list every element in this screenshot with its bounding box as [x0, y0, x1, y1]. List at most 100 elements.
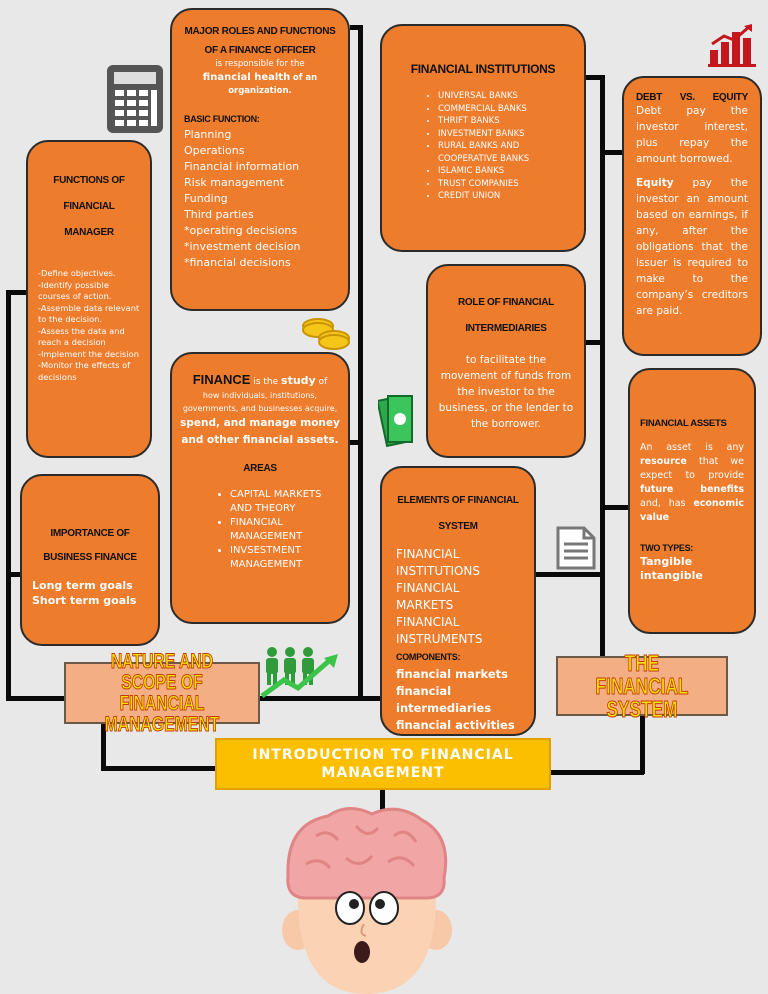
- institution-item: INVESTMENT BANKS: [438, 128, 574, 141]
- equity-heading: EQUITY: [712, 92, 749, 103]
- institution-item: THRIFT BANKS: [438, 115, 574, 128]
- basic-function-item: Funding: [184, 192, 228, 205]
- heading-line: IMPORTANCE OF: [50, 528, 130, 539]
- connector-line: [585, 340, 605, 345]
- finance-study: study: [281, 374, 316, 387]
- coins-icon: [302, 318, 350, 350]
- assets-text: An asset is any: [640, 442, 744, 453]
- components-title: COMPONENTS:: [396, 652, 461, 662]
- institution-item: TRUST COMPANIES: [438, 178, 574, 191]
- heading-line: INTERMEDIARIES: [465, 323, 547, 334]
- connector-line: [600, 75, 605, 657]
- importance-item: Short term goals: [32, 594, 137, 607]
- heading-line: FINANCIAL: [63, 201, 115, 212]
- institutions-box: FINANCIAL INSTITUTIONS UNIVERSAL BANKSCO…: [380, 24, 586, 252]
- component-item: financial activities: [396, 718, 515, 732]
- desc-bold: financial health: [202, 72, 291, 83]
- areas-title: AREAS: [243, 463, 277, 474]
- equity-text: pay the investor an amount based on earn…: [636, 177, 748, 317]
- functions-manager-heading: FUNCTIONS OF FINANCIAL MANAGER: [38, 168, 140, 246]
- functions-manager-item: -Define objectives.: [38, 268, 116, 278]
- functions-manager-list: -Define objectives.-Identify possible co…: [38, 268, 140, 383]
- main-title: INTRODUCTION TO FINANCIAL MANAGEMENT: [252, 747, 514, 781]
- nature-scope-text: NATURE AND SCOPE OF FINANCIAL MANAGEMENT: [104, 650, 220, 736]
- elements-heading: ELEMENTS OF FINANCIAL SYSTEM: [396, 488, 520, 540]
- basic-function-title: BASIC FUNCTION:: [184, 114, 260, 124]
- intermediaries-heading: ROLE OF FINANCIAL INTERMEDIARIES: [436, 290, 576, 342]
- basic-function-item: *operating decisions: [184, 224, 298, 237]
- financial-system-label: THE FINANCIAL SYSTEM: [556, 651, 728, 721]
- functions-manager-item: -Monitor the effects of decisions: [38, 360, 131, 382]
- connector-line: [6, 290, 28, 295]
- bar-chart-icon: [708, 24, 756, 67]
- heading-line: OF A FINANCE OFFICER: [204, 45, 316, 56]
- asset-type: intangible: [640, 569, 703, 582]
- institutions-heading: FINANCIAL INSTITUTIONS: [410, 62, 556, 76]
- desc-text: of an: [292, 73, 318, 83]
- components-list: financial markets financial intermediarie…: [396, 666, 520, 734]
- heading-line: ELEMENTS OF FINANCIAL: [397, 495, 519, 506]
- element-item: FINANCIAL INSTITUTIONS: [396, 547, 481, 578]
- element-item: FINANCIAL MARKETS: [396, 581, 460, 612]
- debt-text: Debt pay the investor interest, plus rep…: [636, 105, 748, 165]
- area-item: CAPITAL MARKETS AND THEORY: [230, 488, 340, 516]
- connector-line: [600, 150, 622, 155]
- desc-text: is responsible for the: [215, 59, 305, 69]
- cartoon-head-icon: [282, 807, 452, 994]
- equity-word: Equity: [636, 177, 674, 189]
- finance-officer-box: MAJOR ROLES AND FUNCTIONS OF A FINANCE O…: [170, 8, 350, 311]
- financial-system-text: THE FINANCIAL SYSTEM: [595, 649, 689, 722]
- connector-line: [6, 572, 22, 577]
- component-item: financial markets: [396, 667, 509, 681]
- heading-line: SYSTEM: [438, 521, 478, 532]
- types-title: TWO TYPES:: [640, 543, 693, 553]
- area-item: FINANCIAL MANAGEMENT: [230, 516, 340, 544]
- connector-line: [258, 696, 380, 701]
- heading-line: MAJOR ROLES AND FUNCTIONS: [184, 26, 336, 37]
- finance-officer-heading: MAJOR ROLES AND FUNCTIONS OF A FINANCE O…: [184, 26, 336, 56]
- basic-function-item: *investment decision: [184, 240, 301, 253]
- functions-manager-item: -Assemble data relevant to the decision.: [38, 302, 140, 325]
- functions-manager-item: -Identify possible courses of action.: [38, 279, 112, 302]
- component-item: financial intermediaries: [396, 684, 492, 715]
- basic-function-item: Operations: [184, 144, 245, 157]
- people-growth-icon: [260, 647, 338, 698]
- money-icon: [378, 394, 413, 448]
- finance-text: how individuals, institutions, governmen…: [182, 391, 338, 413]
- finance-text: is the: [253, 377, 279, 387]
- importance-heading: IMPORTANCE OF BUSINESS FINANCE: [32, 522, 148, 570]
- connector-line: [358, 25, 363, 700]
- element-item: FINANCIAL INSTRUMENTS: [396, 615, 483, 646]
- finance-bold: spend, and manage money and other financ…: [180, 417, 340, 446]
- connector-line: [101, 722, 106, 770]
- connector-line: [640, 712, 645, 774]
- heading-line: ROLE OF FINANCIAL: [457, 297, 554, 308]
- functions-manager-item: -Implement the decision: [38, 348, 139, 359]
- institution-item: COMMERCIAL BANKS: [438, 103, 574, 116]
- connector-line: [350, 25, 362, 30]
- nature-scope-label: NATURE AND SCOPE OF FINANCIAL MANAGEMENT: [64, 651, 260, 736]
- debt-heading: DEBT: [636, 92, 663, 103]
- institution-item: UNIVERSAL BANKS: [438, 90, 574, 103]
- assets-text: and, has: [640, 498, 686, 509]
- assets-bold: resource: [640, 456, 687, 467]
- basic-function-item: Financial information: [184, 160, 300, 173]
- connector-line: [101, 766, 217, 771]
- assets-box: FINANCIAL ASSETS An asset is any resourc…: [628, 368, 756, 634]
- connector-line: [585, 75, 605, 80]
- area-item: INVSESTMENT MANAGEMENT: [230, 544, 340, 572]
- connector-line: [600, 505, 628, 510]
- institution-item: ISLAMIC BANKS: [438, 165, 574, 178]
- basic-function-item: Risk management: [184, 176, 284, 189]
- basic-function-item: Planning: [184, 128, 232, 141]
- asset-type: Tangible: [640, 555, 693, 568]
- areas-list: CAPITAL MARKETS AND THEORYFINANCIAL MANA…: [180, 488, 340, 572]
- connector-line: [6, 696, 64, 701]
- basic-function-item: Third parties: [184, 208, 254, 221]
- heading-line: BUSINESS FINANCE: [43, 552, 137, 563]
- document-icon: [556, 526, 596, 570]
- importance-item: Long term goals: [32, 579, 133, 592]
- calculator-icon: [107, 65, 163, 133]
